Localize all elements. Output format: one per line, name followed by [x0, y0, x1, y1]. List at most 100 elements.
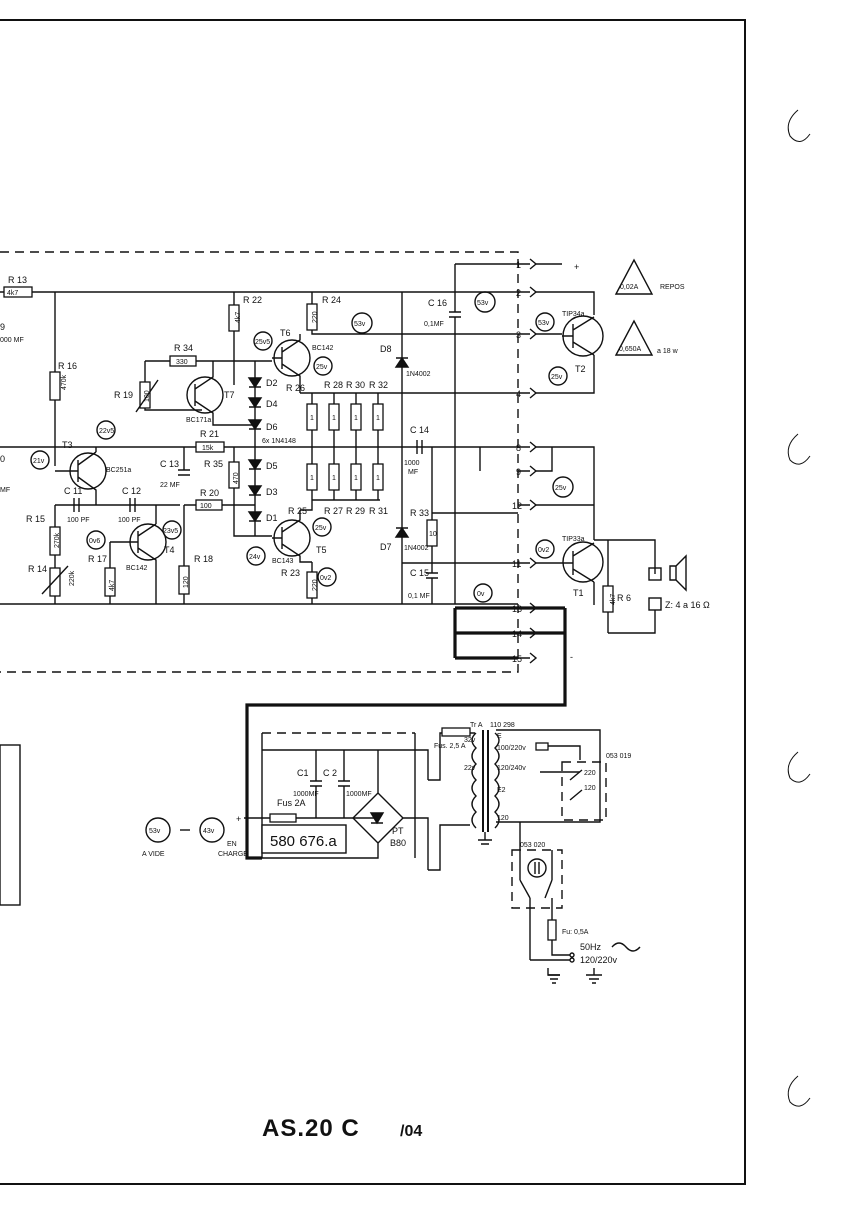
c16-ref: C 16 — [428, 298, 447, 308]
transformer-ground — [478, 832, 492, 845]
c13-value: 22 MF — [160, 482, 180, 489]
t6-type: BC142 — [312, 345, 334, 352]
transformer-ref: Tr A — [470, 722, 483, 729]
doc-title: AS.20 C — [262, 1115, 360, 1142]
load-label-2: CHARGE — [218, 851, 248, 858]
r22-value: 4k7 — [235, 312, 242, 323]
main-fuse — [547, 919, 557, 941]
resistor-r22 — [228, 304, 240, 332]
t2-ref: T2 — [575, 364, 586, 374]
c11-ref: C 11 — [64, 486, 82, 496]
volt-t6-emit-text: 25v — [316, 364, 328, 371]
page-frame — [0, 19, 746, 1185]
r6-value: 4k7 — [610, 594, 617, 605]
r18-ref: R 18 — [194, 554, 213, 564]
c15-value: 0,1 MF — [408, 593, 430, 600]
r23-ref: R 23 — [281, 568, 300, 578]
t2-type: TIP34a — [562, 311, 585, 318]
volt-t5-base-text: 24v — [249, 554, 261, 561]
left-fragment-4: MF — [0, 487, 10, 494]
capacitor-c12 — [129, 498, 136, 512]
current-load-note: a 18 w — [657, 348, 679, 355]
r17-value: 4k7 — [109, 580, 116, 591]
transformer-core — [482, 730, 489, 832]
mains-wiring — [530, 940, 570, 976]
primary-fuse — [535, 742, 549, 751]
volt-t1-base-text: 0v2 — [538, 547, 549, 554]
d8-type: 1N4002 — [406, 371, 431, 378]
volt-t6-base-text: 25v5 — [255, 339, 270, 346]
diode-d8 — [394, 356, 410, 368]
minus-sign: - — [570, 652, 573, 662]
c12-value: 100 PF — [118, 517, 141, 524]
connector-stubs — [518, 263, 530, 659]
pin-8: 8 — [516, 443, 521, 453]
r15-value: 270k — [54, 532, 61, 548]
r20-ref: R 20 — [200, 488, 219, 498]
volt-t3-base-text: 21v — [33, 458, 45, 465]
psu-caps — [310, 750, 350, 818]
transformer-sec-wiring — [428, 732, 475, 871]
resistor-r13 — [3, 286, 33, 298]
resistor-r24 — [306, 303, 318, 331]
diode-chain-note: 6x 1N4148 — [262, 438, 296, 445]
out-wiring — [479, 446, 595, 540]
c2-value: 1000MF — [346, 791, 372, 798]
volt-t5-emit-text: 25v — [315, 525, 327, 532]
r13-value: 4k7 — [7, 290, 18, 297]
pri-mark-e: E — [497, 733, 502, 740]
bank-top-ref-4: R 32 — [369, 380, 388, 390]
c1-value: 1000MF — [293, 791, 319, 798]
volt-supply-load — [199, 817, 225, 843]
r14-pot-arrow — [41, 565, 69, 595]
volt-ground — [473, 583, 493, 603]
t5-leads — [272, 500, 313, 563]
transistor-t7 — [186, 376, 224, 414]
left-fragment-2: 000 MF — [0, 337, 24, 344]
t7-type: BC171a — [186, 417, 211, 424]
c13-ref: C 13 — [160, 459, 179, 469]
r34-ref: R 34 — [174, 343, 193, 353]
d8-ref: D8 — [380, 344, 392, 354]
power-switch — [511, 849, 563, 909]
left-box-fragment — [0, 744, 21, 906]
pri-mark-p1: 100/220v — [497, 745, 526, 752]
t2-leads — [562, 316, 595, 356]
current-idle: 0,02A — [620, 284, 639, 291]
selector-id: 053 019 — [606, 753, 631, 760]
volt-r23-node-text: 0v2 — [320, 575, 331, 582]
d2-ref: D2 — [266, 378, 278, 388]
ground-bus — [453, 606, 567, 660]
capacitor-c13 — [178, 447, 190, 476]
speaker-label: Z: 4 a 16 Ω — [665, 600, 710, 610]
volt-out-node — [552, 476, 574, 498]
t1-type: TIP33a — [562, 536, 585, 543]
r21-ref: R 21 — [200, 429, 219, 439]
volt-t2-coll-text: 25v — [551, 374, 563, 381]
d6-ref: D6 — [266, 422, 278, 432]
doc-title-sub: /04 — [400, 1123, 422, 1140]
c14-value: 1000 — [404, 460, 420, 467]
c14-ref: C 14 — [410, 425, 429, 435]
voltage-selector — [561, 761, 607, 821]
switch-id: 053 020 — [520, 842, 545, 849]
r35-value: 470 — [233, 472, 240, 484]
bridge-diode-mark — [369, 812, 385, 825]
volt-out-node-text: 25v — [555, 485, 567, 492]
psu-top-wire — [262, 749, 429, 780]
primary-wiring — [496, 729, 601, 823]
volt-t2-coll — [548, 366, 568, 386]
r34-r19-wire — [144, 360, 272, 411]
t4-leads — [110, 505, 157, 604]
volt-t3-base — [30, 450, 50, 470]
r17-ref: R 17 — [88, 554, 107, 564]
bank-value-4: 1 — [376, 415, 380, 422]
current-triangle-load — [614, 319, 654, 356]
r19-pot-arrow — [135, 379, 159, 413]
bank-res-r28 — [328, 403, 340, 431]
t6-leads — [272, 334, 301, 386]
c1-ref: C1 — [297, 768, 309, 778]
pin-12: 12 — [512, 501, 522, 511]
bank-bottom-ref-4: R 31 — [369, 506, 388, 516]
